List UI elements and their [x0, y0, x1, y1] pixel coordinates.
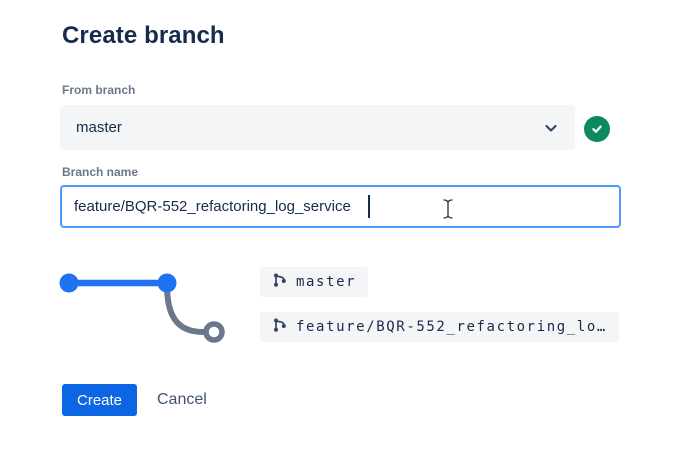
cancel-button[interactable]: Cancel [157, 391, 207, 408]
from-branch-select[interactable]: master [60, 105, 575, 150]
from-branch-label: From branch [62, 83, 136, 97]
new-branch-chip-label: feature/BQR-552_refactoring_lo… [296, 319, 607, 335]
page-title: Create branch [62, 22, 225, 49]
check-circle-icon [584, 116, 610, 142]
branch-name-input[interactable] [60, 185, 621, 228]
branch-graph [59, 273, 225, 343]
create-button[interactable]: Create [62, 384, 138, 416]
text-caret [368, 195, 370, 218]
text-cursor-ibeam-icon [441, 198, 455, 220]
chevron-down-icon [543, 120, 559, 136]
git-branch-icon [272, 317, 288, 338]
new-branch-chip: feature/BQR-552_refactoring_lo… [260, 312, 619, 342]
branch-name-label: Branch name [62, 165, 139, 179]
source-branch-chip-label: master [296, 274, 357, 290]
source-branch-chip: master [260, 267, 369, 297]
git-branch-icon [272, 272, 288, 293]
from-branch-value: master [76, 119, 122, 136]
